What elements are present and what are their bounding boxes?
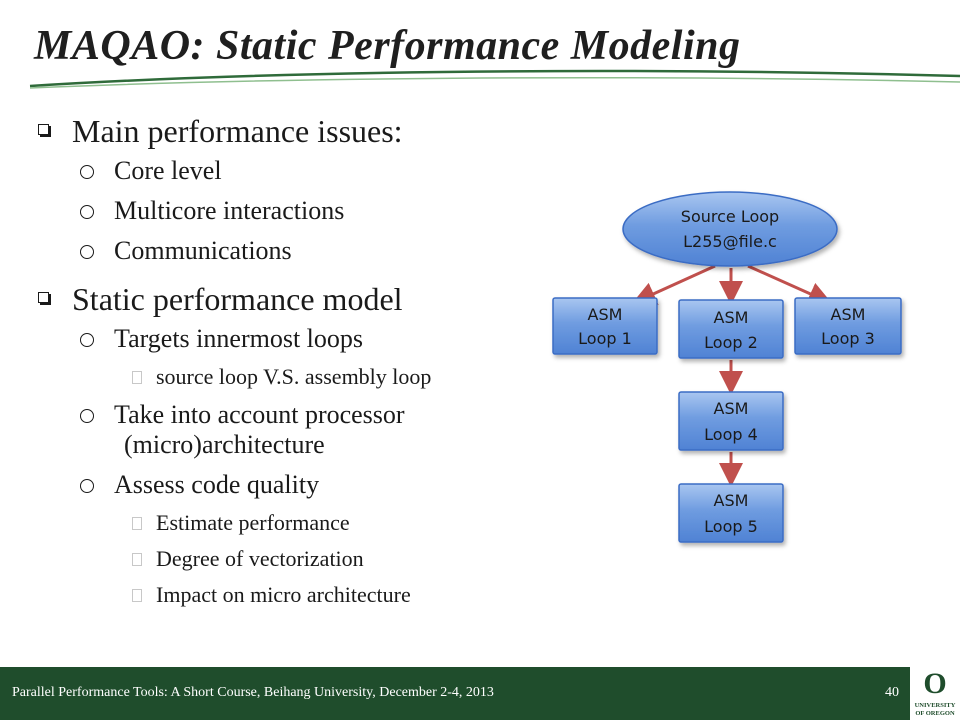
svg-text:Loop 4: Loop 4 (704, 425, 758, 444)
footer-course-text: Parallel Performance Tools: A Short Cour… (12, 685, 494, 700)
source-loop-file: L255@file.c (683, 232, 777, 251)
asm-loop-1-node: ASM Loop 1 (552, 297, 658, 355)
bullet-processor-arch: Take into account processor (micro)archi… (36, 400, 536, 460)
oregon-o-icon: O (923, 667, 947, 700)
logo-line2: OF OREGON (915, 710, 955, 717)
svg-text:Loop 5: Loop 5 (704, 517, 758, 536)
footer-bar (0, 667, 910, 720)
asm-loop-4-node: ASM Loop 4 (678, 391, 784, 451)
bullet-micro-architecture: Impact on micro architecture (36, 582, 536, 608)
slide-title: MAQAO: Static Performance Modeling (34, 23, 741, 69)
bullet-list: Main performance issues: Core level Mult… (36, 112, 536, 618)
circle-bullet-icon (80, 245, 94, 259)
svg-text:ASM: ASM (588, 305, 623, 324)
university-logo: O UNIVERSITY OF OREGON (910, 667, 960, 720)
svg-text:Loop 1: Loop 1 (578, 329, 632, 348)
svg-text:ASM: ASM (714, 308, 749, 327)
bullet-code-quality: Assess code quality (36, 470, 536, 500)
square-bullet-icon (38, 292, 49, 303)
bullet-source-vs-assembly: source loop V.S. assembly loop (36, 364, 536, 390)
box-bullet-icon (132, 517, 142, 530)
bullet-vectorization: Degree of vectorization (36, 546, 536, 572)
arrow-source-to-loop3 (747, 264, 833, 305)
box-bullet-icon (132, 371, 142, 384)
svg-text:ASM: ASM (831, 305, 866, 324)
box-bullet-icon (132, 553, 142, 566)
bullet-communications: Communications (36, 236, 536, 266)
svg-text:ASM: ASM (714, 491, 749, 510)
source-loop-node: Source Loop L255@file.c (622, 191, 838, 267)
circle-bullet-icon (80, 333, 94, 347)
page-number: 40 (885, 685, 899, 700)
circle-bullet-icon (80, 409, 94, 423)
arrow-source-to-loop1 (631, 264, 716, 305)
bullet-multicore: Multicore interactions (36, 196, 536, 226)
asm-loop-2-node: ASM Loop 2 (678, 299, 784, 359)
bullet-innermost-loops: Targets innermost loops (36, 324, 536, 354)
svg-text:ASM: ASM (714, 399, 749, 418)
circle-bullet-icon (80, 205, 94, 219)
bullet-main-issues: Main performance issues: (36, 112, 536, 150)
svg-text:Loop 2: Loop 2 (704, 333, 758, 352)
circle-bullet-icon (80, 479, 94, 493)
svg-text:Loop 3: Loop 3 (821, 329, 875, 348)
box-bullet-icon (132, 589, 142, 602)
square-bullet-icon (38, 124, 49, 135)
source-loop-label: Source Loop (681, 207, 779, 226)
asm-loop-3-node: ASM Loop 3 (794, 297, 902, 355)
asm-loop-5-node: ASM Loop 5 (678, 483, 784, 543)
title-underline-swoosh (29, 69, 960, 89)
bullet-estimate-performance: Estimate performance (36, 510, 536, 536)
bullet-core-level: Core level (36, 156, 536, 186)
logo-line1: UNIVERSITY (914, 702, 956, 709)
bullet-static-model: Static performance model (36, 280, 536, 318)
circle-bullet-icon (80, 165, 94, 179)
